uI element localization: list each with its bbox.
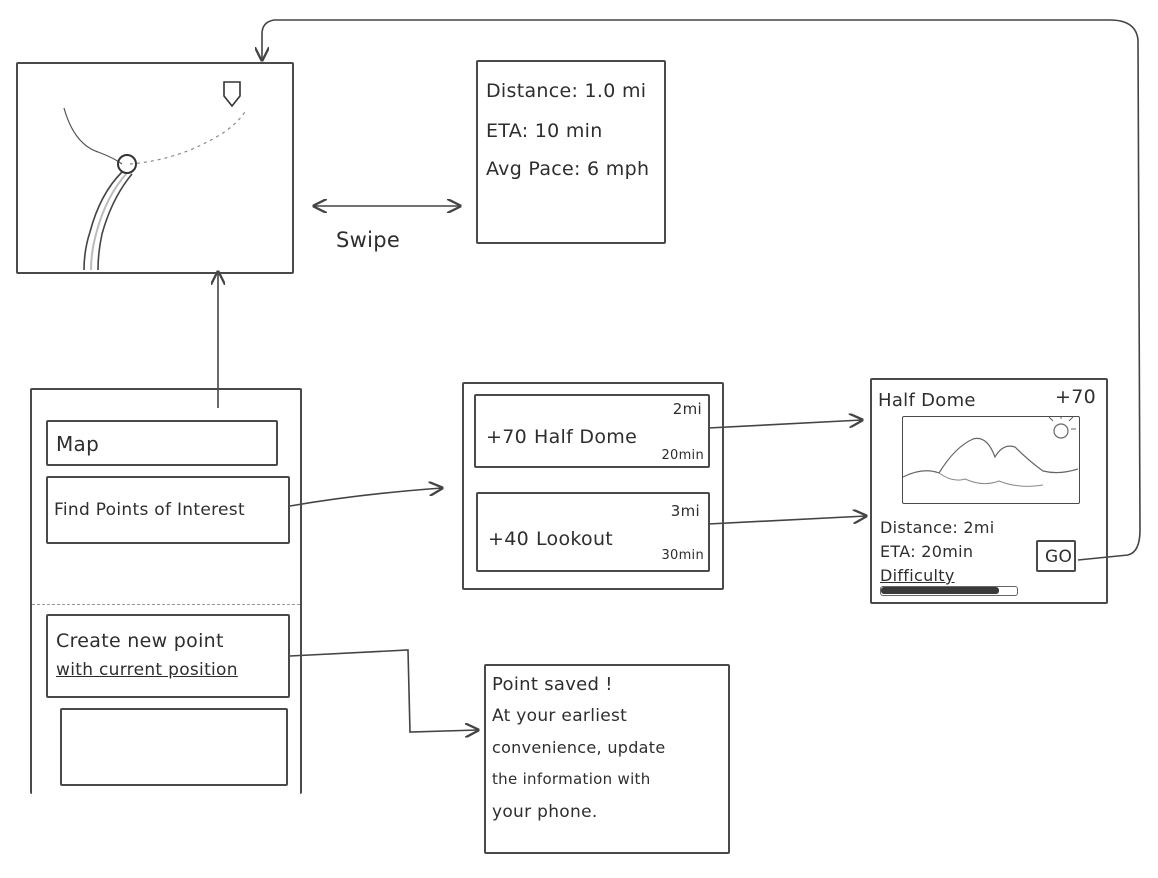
create-point-line2: with current position <box>56 660 238 680</box>
poi-detail-points: +70 <box>1055 386 1096 408</box>
poi-item-time: 30min <box>661 548 704 563</box>
menu-divider <box>32 604 300 605</box>
poi-item-points: +70 <box>486 426 527 448</box>
arrow-go-to-map <box>262 19 1141 561</box>
find-poi-button[interactable]: Find Points of Interest <box>46 476 290 544</box>
poi-list-screen <box>462 382 724 590</box>
stats-eta: ETA: 10 min <box>486 120 603 142</box>
poi-detail-screen: Half Dome +70 Distance: 2mi ETA: 20min D… <box>870 378 1108 604</box>
map-screen <box>16 62 294 274</box>
swipe-label: Swipe <box>336 228 401 252</box>
menu-screen <box>30 388 302 794</box>
poi-item-name: Lookout <box>536 528 614 550</box>
point-saved-screen: Point saved ! At your earliest convenien… <box>484 664 730 854</box>
arrow-create-to-saved <box>289 649 478 732</box>
stats-avg-pace: Avg Pace: 6 mph <box>486 158 650 180</box>
saved-line-1: Point saved ! <box>492 674 613 695</box>
go-button[interactable]: GO <box>1036 540 1076 572</box>
destination-marker-icon <box>223 81 241 108</box>
poi-detail-distance: Distance: 2mi <box>880 518 995 537</box>
poi-detail-eta: ETA: 20min <box>880 542 974 561</box>
poi-list-item[interactable]: 3mi +40 Lookout 30min <box>476 492 710 572</box>
poi-item-distance: 3mi <box>670 502 700 520</box>
create-point-line1: Create new point <box>56 630 224 652</box>
trail-map <box>63 81 247 271</box>
difficulty-meter-fill <box>881 587 999 594</box>
create-point-button[interactable]: Create new point with current position <box>46 614 290 698</box>
poi-item-points: +40 <box>488 528 529 550</box>
saved-line-3: convenience, update <box>492 738 666 757</box>
poi-item-time: 20min <box>661 448 704 463</box>
poi-item-distance: 2mi <box>672 400 702 418</box>
map-button[interactable]: Map <box>46 420 278 466</box>
empty-menu-slot[interactable] <box>60 708 288 786</box>
arrow-find-to-list <box>289 488 442 507</box>
map-button-label: Map <box>56 432 100 456</box>
saved-line-2: At your earliest <box>492 706 628 726</box>
difficulty-meter <box>880 586 1018 596</box>
saved-line-5: your phone. <box>492 802 598 822</box>
poi-detail-title: Half Dome <box>878 390 976 411</box>
find-poi-button-label: Find Points of Interest <box>54 500 245 520</box>
current-position-icon <box>117 154 137 174</box>
stats-distance: Distance: 1.0 mi <box>486 80 647 102</box>
poi-detail-difficulty: Difficulty <box>880 566 955 585</box>
saved-line-4: the information with <box>492 770 651 788</box>
arrow-item1-to-detail <box>707 420 862 429</box>
go-button-label: GO <box>1045 547 1073 567</box>
mountain-sketch-icon <box>902 415 1079 487</box>
poi-list-item[interactable]: 2mi +70 Half Dome 20min <box>474 394 710 468</box>
poi-item-name: Half Dome <box>534 426 638 448</box>
stats-screen: Distance: 1.0 mi ETA: 10 min Avg Pace: 6… <box>476 60 666 244</box>
poi-photo <box>902 415 1080 504</box>
arrow-item2-to-detail <box>707 516 866 525</box>
